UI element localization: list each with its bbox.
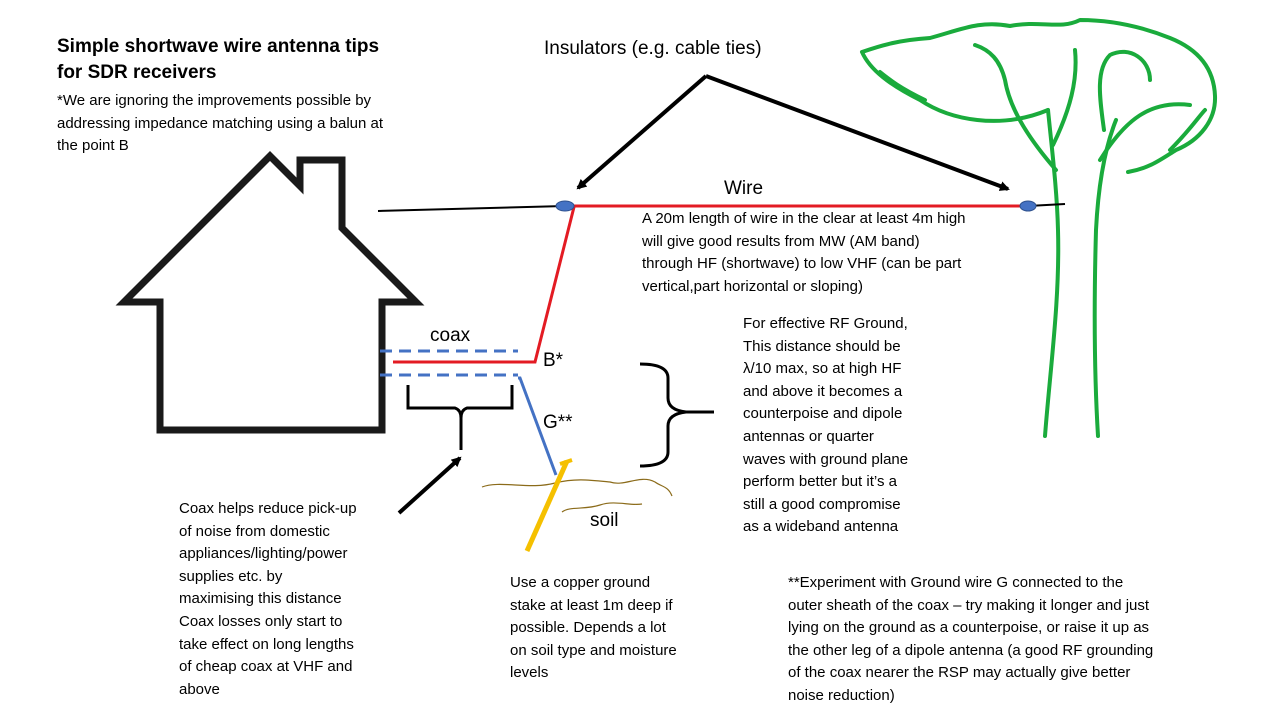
coax-noise-note: Coax helps reduce pick-up of noise from … [179, 500, 357, 698]
insulator-left [555, 200, 575, 212]
point-b-label: B* [543, 350, 564, 371]
antenna-downlead [393, 206, 576, 364]
ground-stake [524, 459, 570, 553]
tree [860, 18, 1218, 438]
soil-label: soil [590, 510, 619, 531]
rf-ground-note: For effective RF Ground, This distance s… [743, 315, 909, 536]
tree-branch-6 [1168, 108, 1207, 152]
tree-branch-3 [1098, 102, 1192, 162]
tree-trunk-right [1092, 118, 1118, 438]
coax-label: coax [430, 325, 471, 346]
experiment-note: **Experiment with Ground wire G connecte… [788, 574, 1154, 704]
ground-wire [518, 376, 558, 476]
tree-branch-4 [1097, 49, 1152, 132]
wire-label: Wire [724, 178, 764, 199]
ground-stake-note: Use a copper ground stake at least 1m de… [510, 574, 677, 682]
soil-line-lower [561, 502, 643, 513]
ground-distance-brace [639, 362, 714, 468]
tree-branch-2 [1051, 48, 1078, 147]
wire-length-note: A 20m length of wire in the clear at lea… [642, 210, 966, 295]
soil-line-upper [481, 478, 673, 497]
coax-length-bracket [406, 385, 514, 450]
insulators-label: Insulators (e.g. cable ties) [544, 38, 762, 59]
insulator-arrow-left [576, 74, 708, 190]
tree-trunk-left [1043, 108, 1061, 438]
insulator-right [1019, 200, 1037, 212]
diagram-subtitle: *We are ignoring the improvements possib… [57, 92, 384, 155]
coax-bracket-arrow [397, 456, 462, 515]
point-g-label: G** [543, 412, 573, 433]
insulator-arrow-right [705, 74, 1010, 191]
diagram-title: Simple shortwave wire antenna tips for S… [57, 36, 380, 83]
ground-stake-cap [559, 458, 573, 466]
house-outline [115, 151, 425, 434]
tree-branch-5 [878, 70, 927, 102]
house-tie-line [377, 205, 566, 212]
tree-canopy [860, 18, 1218, 174]
tree-branch-1 [973, 43, 1058, 172]
